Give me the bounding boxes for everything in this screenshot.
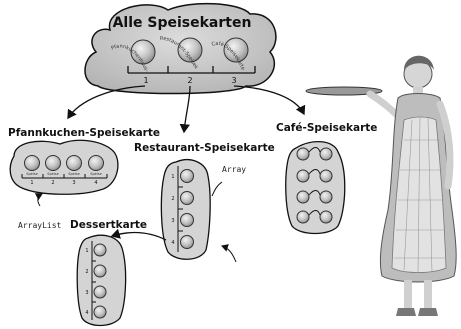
restaurant-menu-group: Restaurant-Speisekarte 1 2 3 4 Array: [134, 142, 275, 262]
plate-icon: [297, 148, 309, 160]
index-label: 1: [30, 180, 33, 186]
squiggle-arrow: [222, 246, 236, 262]
plate-icon: [94, 306, 106, 318]
plate-icon: [297, 211, 309, 223]
index-label: 4: [85, 310, 88, 316]
arraylist-annotation: ArrayList: [18, 221, 62, 230]
item-label: Speise: [68, 172, 80, 176]
index-label: 2: [171, 196, 174, 202]
cafe-menu-blob: [286, 142, 345, 234]
all-menus-title: Alle Speisekarten: [113, 15, 252, 31]
plate-icon: [181, 236, 194, 249]
restaurant-menu-title: Restaurant-Speisekarte: [134, 142, 275, 154]
annotation-arrow: [38, 194, 42, 206]
dessert-menu-title: Dessertkarte: [70, 219, 147, 231]
plate-icon: [94, 265, 106, 277]
item-label: Speise: [47, 172, 59, 176]
plate-icon: [320, 211, 332, 223]
item-label: Speise: [90, 172, 102, 176]
cafe-menu-title: Café-Speisekarte: [276, 122, 377, 134]
arrow-to-dessert: [112, 233, 166, 240]
leg-shape: [404, 280, 412, 308]
index-label: 1: [171, 174, 174, 180]
plate-icon: [94, 244, 106, 256]
arrow-to-cafe: [234, 86, 304, 114]
plate-icon: [320, 148, 332, 160]
plate-icon: [320, 191, 332, 203]
shoe-shape: [418, 308, 438, 316]
index-label: 3: [72, 180, 75, 186]
plate-icon: [181, 170, 194, 183]
array-annotation: Array: [222, 165, 246, 174]
plate-icon: [25, 156, 40, 171]
plate-icon: [181, 192, 194, 205]
index-label: 4: [171, 240, 174, 246]
all-menus-cloud: Alle Speisekarten Pfannkuchenhaus-Speise…: [0, 0, 276, 94]
plate-icon: [46, 156, 61, 171]
index-label: 2: [187, 76, 192, 85]
leg-shape: [424, 280, 432, 308]
shoe-shape: [396, 308, 416, 316]
annotation-arrow: [212, 182, 222, 196]
index-label: 2: [51, 180, 54, 186]
index-label: 3: [171, 218, 174, 224]
plate-icon: [67, 156, 82, 171]
index-label: 2: [85, 269, 88, 275]
pancake-menu-title: Pfannkuchen-Speisekarte: [8, 127, 160, 139]
index-label: 3: [85, 290, 88, 296]
plate-icon: [320, 170, 332, 182]
plate-icon: [297, 170, 309, 182]
cafe-menu-group: Café-Speisekarte: [276, 122, 377, 234]
plate-icon: [89, 156, 104, 171]
plate-icon: [94, 286, 106, 298]
index-label: 4: [94, 180, 97, 186]
dessert-menu-group: Dessertkarte 1 2 3 4: [70, 219, 147, 326]
plate-icon: [297, 191, 309, 203]
index-label: 1: [143, 76, 148, 85]
item-label: Speise: [26, 172, 38, 176]
plate-icon: [181, 214, 194, 227]
index-label: 3: [231, 76, 236, 85]
index-label: 1: [85, 248, 88, 254]
